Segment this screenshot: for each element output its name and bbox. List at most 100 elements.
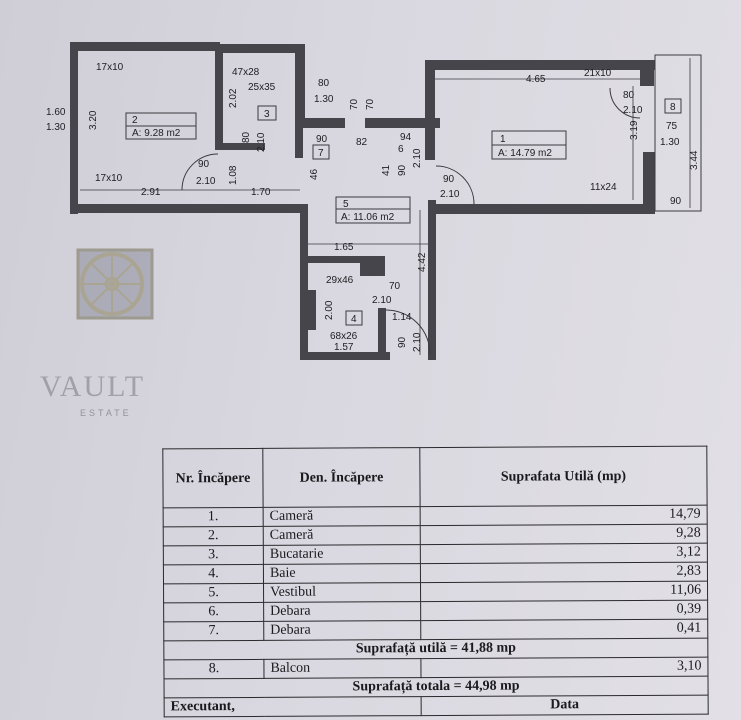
table-header: Nr. Încăpere Den. Încăpere Suprafata Uti… xyxy=(162,446,708,508)
svg-text:A: 11.06 m2: A: 11.06 m2 xyxy=(341,212,395,223)
svg-text:21x10: 21x10 xyxy=(584,68,612,79)
executant-label: Executant, xyxy=(164,696,422,717)
date-label: Data xyxy=(421,695,709,716)
svg-text:1.57: 1.57 xyxy=(334,342,354,353)
room-label-1: 1 A: 14.79 m2 xyxy=(491,130,567,160)
svg-text:2.10: 2.10 xyxy=(372,295,392,306)
svg-text:68x26: 68x26 xyxy=(330,331,358,342)
cell-name: Bucatarie xyxy=(263,544,421,565)
floor-plan: 2 A: 9.28 m2 1 A: 14.79 m2 5 A: 11.06 m2… xyxy=(46,42,702,360)
cell-area: 2,83 xyxy=(420,562,708,583)
svg-text:8: 8 xyxy=(670,102,676,113)
header-nr: Nr. Încăpere xyxy=(162,448,264,508)
svg-text:1.14: 1.14 xyxy=(392,312,412,323)
room-label-4: 4 xyxy=(345,310,363,326)
svg-text:90: 90 xyxy=(316,134,328,145)
balcony-outline xyxy=(654,54,702,212)
svg-text:6: 6 xyxy=(398,144,404,155)
svg-text:17x10: 17x10 xyxy=(95,173,123,184)
svg-text:82: 82 xyxy=(356,137,368,148)
room-label-5: 5 A: 11.06 m2 xyxy=(335,196,411,224)
vault-estate-logo-icon xyxy=(76,248,154,320)
svg-text:2: 2 xyxy=(132,115,138,126)
cell-area: 11,06 xyxy=(420,581,708,602)
dimension-lines xyxy=(80,58,691,355)
logo-text: VAULT xyxy=(40,370,146,403)
svg-text:7: 7 xyxy=(318,148,324,159)
svg-text:70: 70 xyxy=(389,281,401,292)
svg-text:2.10: 2.10 xyxy=(256,132,267,152)
svg-text:75: 75 xyxy=(666,121,678,132)
cell-nr: 4. xyxy=(163,564,264,584)
svg-text:A: 14.79 m2: A: 14.79 m2 xyxy=(498,148,552,159)
svg-text:2.02: 2.02 xyxy=(228,88,239,108)
svg-text:1.65: 1.65 xyxy=(334,242,354,253)
svg-text:90: 90 xyxy=(198,159,210,170)
svg-text:2.10: 2.10 xyxy=(412,148,423,168)
cell-area: 3,10 xyxy=(420,657,708,678)
svg-text:3.19: 3.19 xyxy=(629,120,640,140)
svg-text:3.44: 3.44 xyxy=(689,150,700,170)
cell-nr: 5. xyxy=(163,583,264,603)
cell-nr: 1. xyxy=(163,507,264,527)
cell-nr: 6. xyxy=(163,602,264,622)
svg-text:2.91: 2.91 xyxy=(141,187,161,198)
svg-text:3: 3 xyxy=(264,109,270,120)
cell-nr: 3. xyxy=(163,545,264,565)
svg-text:4: 4 xyxy=(351,314,357,325)
room-label-2: 2 A: 9.28 m2 xyxy=(125,112,197,140)
svg-text:41: 41 xyxy=(381,164,392,176)
dimension-labels: 17x10 1.60 1.30 3.20 90 2.10 17x10 2.91 … xyxy=(46,62,700,353)
svg-text:90: 90 xyxy=(670,196,682,207)
svg-text:90: 90 xyxy=(443,174,455,185)
svg-text:A: 9.28 m2: A: 9.28 m2 xyxy=(132,128,181,139)
cell-name: Balcon xyxy=(263,658,422,679)
signature-row: Executant,Data xyxy=(164,695,709,717)
svg-text:2.00: 2.00 xyxy=(324,300,335,320)
svg-text:4.65: 4.65 xyxy=(526,74,546,85)
svg-text:1.60: 1.60 xyxy=(46,107,66,118)
cell-area: 14,79 xyxy=(420,505,708,526)
svg-text:3.20: 3.20 xyxy=(88,110,99,130)
cell-nr: 2. xyxy=(163,526,264,546)
svg-text:29x46: 29x46 xyxy=(326,275,354,286)
svg-text:70: 70 xyxy=(349,98,360,110)
svg-text:2.10: 2.10 xyxy=(196,176,216,187)
svg-text:2.10: 2.10 xyxy=(440,189,460,200)
room-label-6: 6 xyxy=(398,144,404,155)
walls xyxy=(70,42,655,360)
cell-nr: 7. xyxy=(163,621,264,641)
header-name: Den. Încăpere xyxy=(262,447,421,508)
svg-text:80: 80 xyxy=(623,90,635,101)
svg-text:17x10: 17x10 xyxy=(96,62,124,73)
room-label-7: 7 xyxy=(312,144,330,160)
svg-text:1.08: 1.08 xyxy=(228,165,239,185)
svg-text:94: 94 xyxy=(400,132,412,143)
cell-area: 9,28 xyxy=(420,524,708,545)
cell-area: 0,39 xyxy=(420,600,708,621)
svg-text:2.10: 2.10 xyxy=(412,332,423,352)
cell-name: Cameră xyxy=(263,506,421,527)
room-label-3: 3 xyxy=(257,105,277,121)
svg-text:1.30: 1.30 xyxy=(314,94,334,105)
svg-text:90: 90 xyxy=(397,336,408,348)
cell-name: Baie xyxy=(263,563,421,584)
header-area: Suprafata Utilă (mp) xyxy=(419,446,708,507)
cell-name: Vestibul xyxy=(263,582,421,603)
svg-text:5: 5 xyxy=(343,199,349,210)
svg-text:90: 90 xyxy=(397,164,408,176)
logo-subtext: ESTATE xyxy=(80,408,132,418)
cell-area: 3,12 xyxy=(420,543,708,564)
svg-text:46: 46 xyxy=(309,168,320,180)
svg-text:80: 80 xyxy=(318,78,330,89)
svg-text:25x35: 25x35 xyxy=(248,82,276,93)
svg-text:1.70: 1.70 xyxy=(251,187,271,198)
svg-text:1: 1 xyxy=(500,134,506,145)
cell-area: 0,41 xyxy=(420,619,708,640)
area-table: Nr. Încăpere Den. Încăpere Suprafata Uti… xyxy=(162,446,709,718)
svg-text:1.30: 1.30 xyxy=(660,137,680,148)
cell-name: Cameră xyxy=(263,525,421,546)
svg-text:80: 80 xyxy=(241,131,252,143)
svg-text:2.10: 2.10 xyxy=(623,105,643,116)
room-label-8: 8 xyxy=(664,98,682,114)
